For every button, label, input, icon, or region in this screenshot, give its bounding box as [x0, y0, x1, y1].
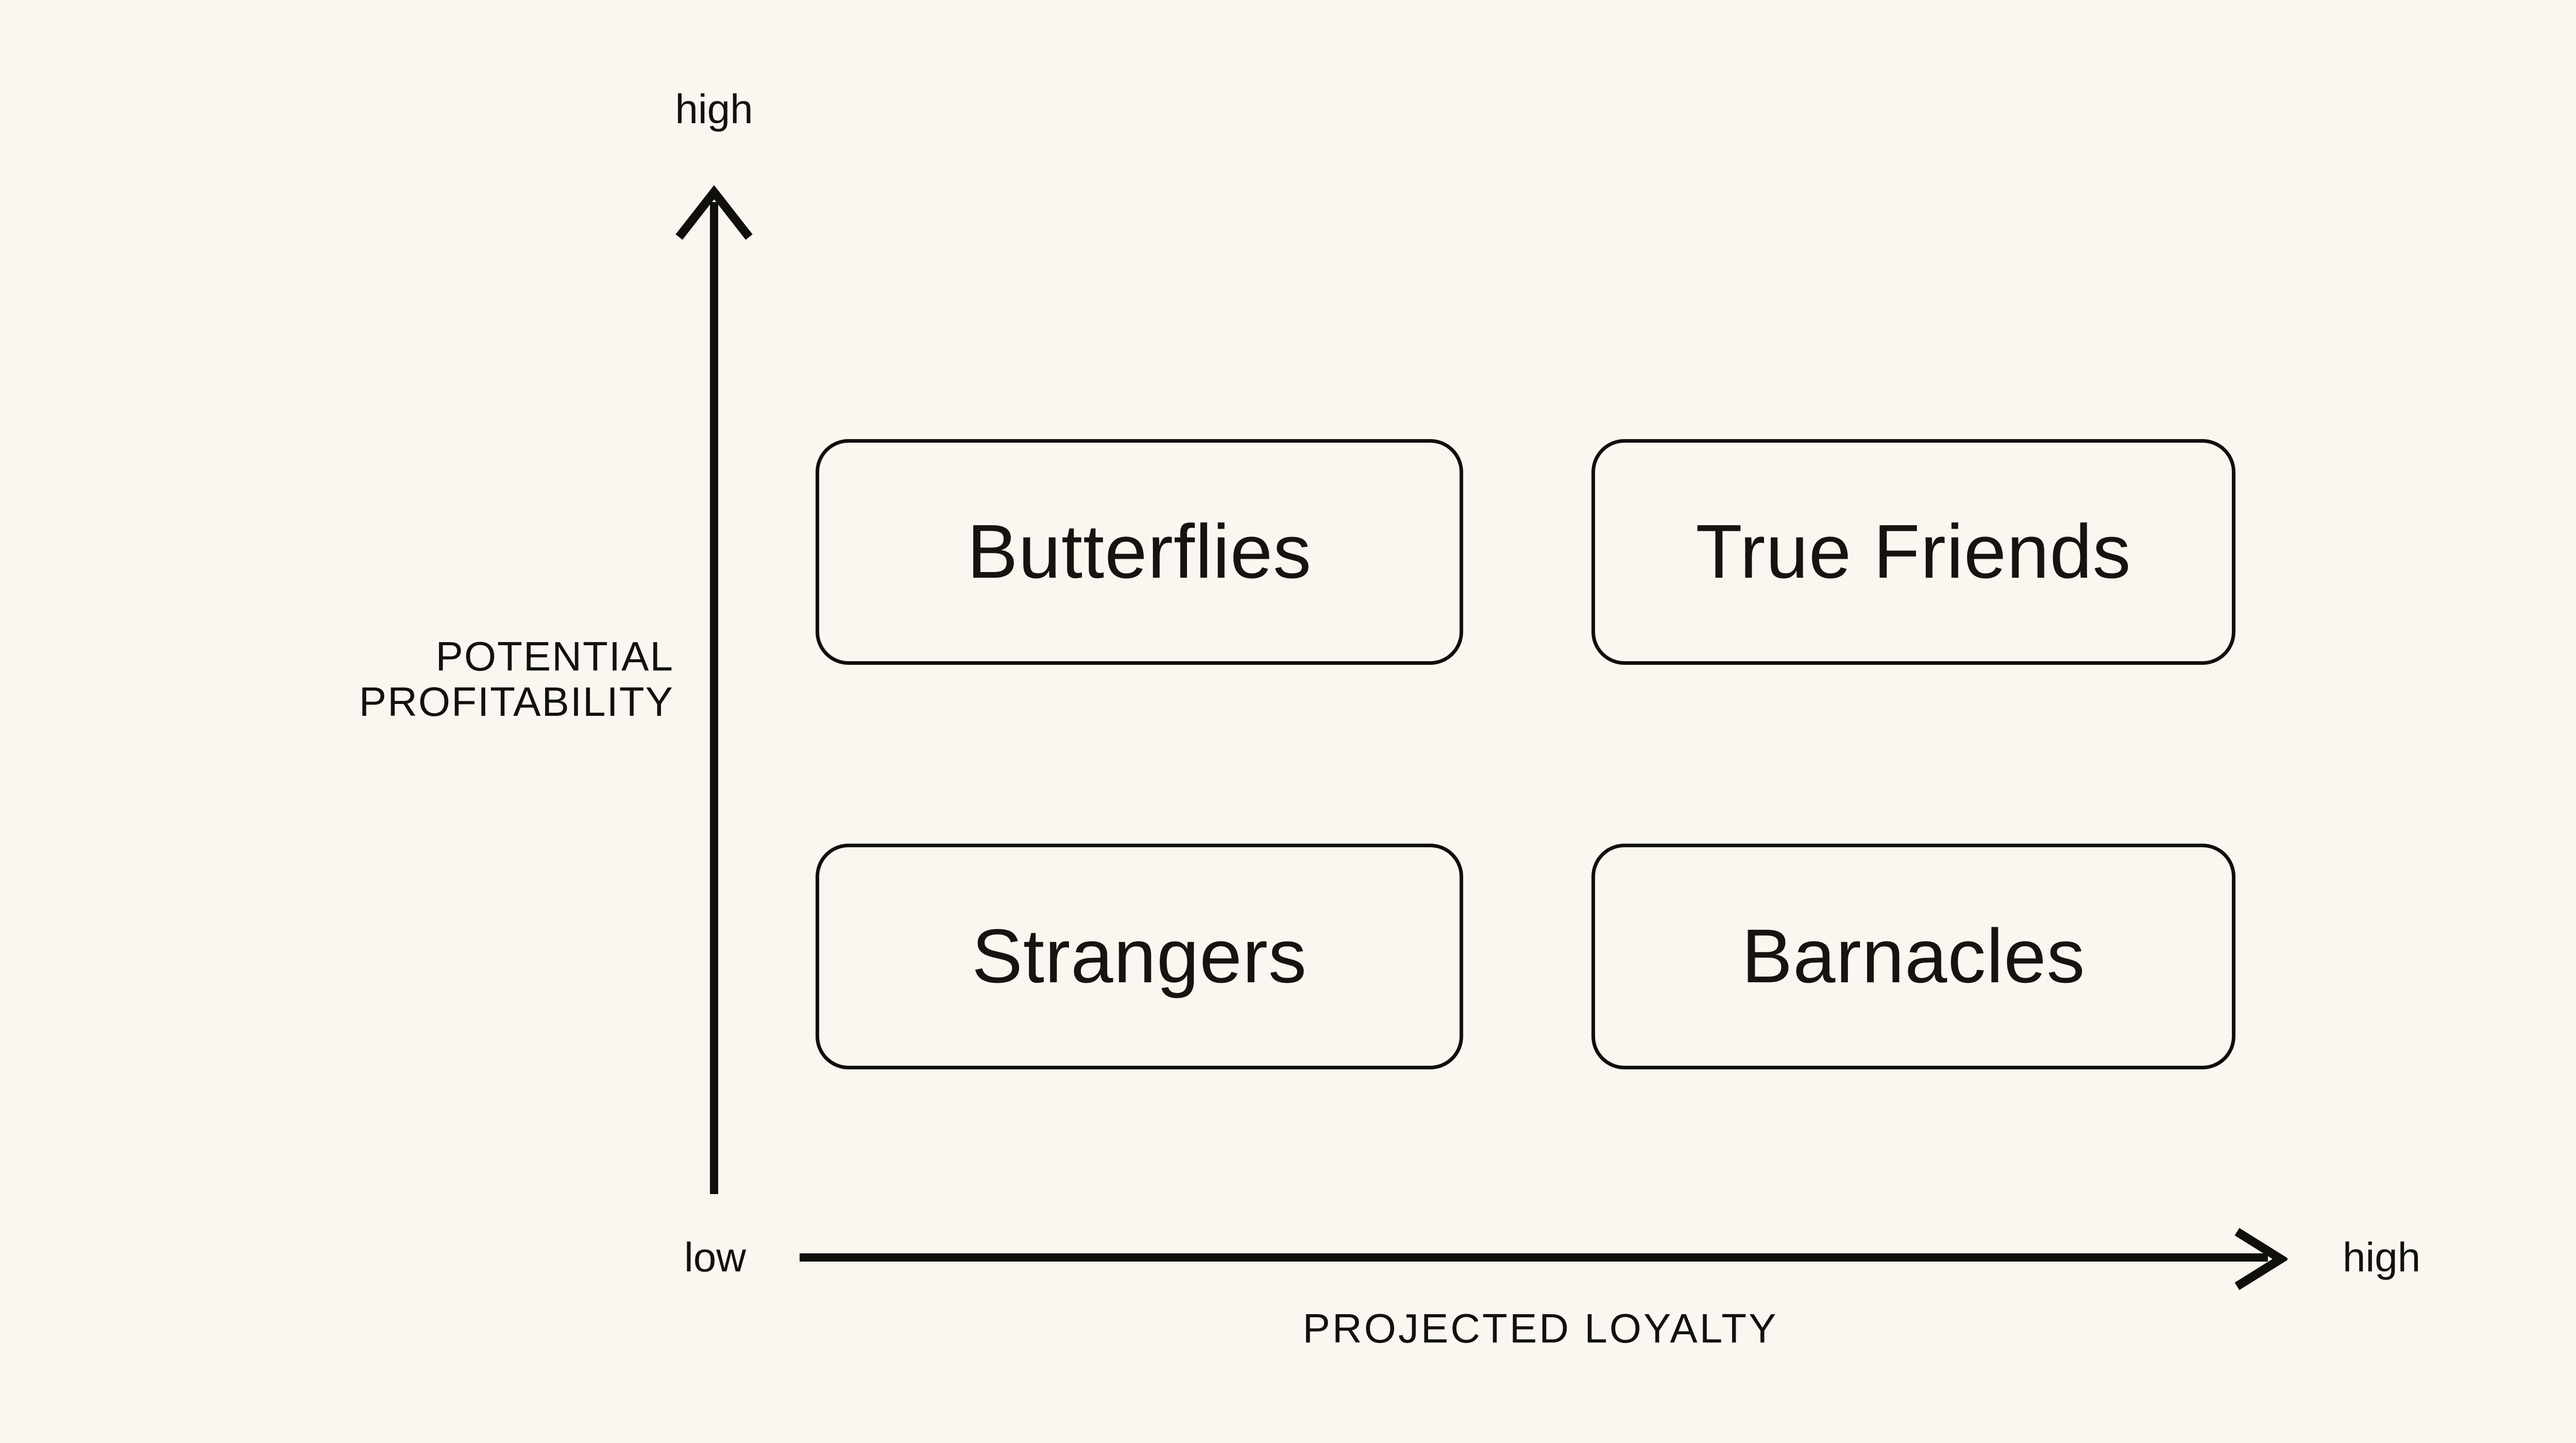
quadrant-butterflies-label: Butterflies: [967, 509, 1312, 594]
y-axis-title-line2: PROFITABILITY: [359, 679, 674, 725]
quadrant-barnacles-label: Barnacles: [1741, 914, 2086, 999]
x-axis-title: PROJECTED LOYALTY: [1302, 1305, 1778, 1351]
x-axis-arrowhead-icon: [2234, 1228, 2287, 1290]
quadrant-strangers-label: Strangers: [972, 914, 1307, 999]
y-axis-title-line1: POTENTIAL: [435, 633, 674, 679]
x-axis-line: [800, 1253, 2268, 1262]
y-axis-high-label: high: [675, 86, 753, 132]
origin-low-label: low: [684, 1234, 747, 1280]
quadrant-strangers: Strangers: [816, 844, 1463, 1069]
y-axis-title: POTENTIAL PROFITABILITY: [287, 634, 674, 725]
y-axis-arrowhead-icon: [675, 186, 753, 240]
quadrant-butterflies: Butterflies: [816, 439, 1463, 665]
quadrant-barnacles: Barnacles: [1591, 844, 2235, 1069]
y-axis-line: [710, 202, 718, 1194]
x-axis-high-label: high: [2343, 1234, 2421, 1280]
quadrant-true-friends-label: True Friends: [1696, 509, 2131, 594]
quadrant-true-friends: True Friends: [1591, 439, 2235, 665]
